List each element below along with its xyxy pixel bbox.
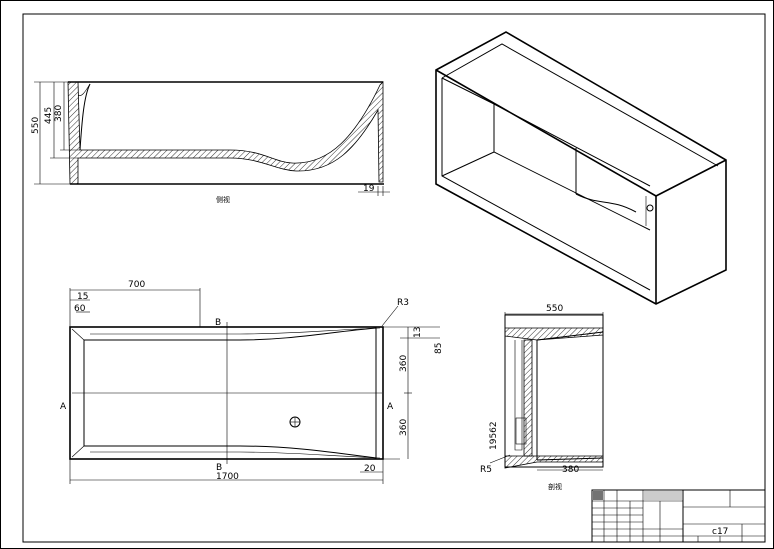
dim-19: 19: [363, 184, 375, 194]
side-view-caption: 侧视: [216, 195, 230, 204]
dim-19562: 19562: [489, 421, 499, 450]
dim-85: 85: [434, 343, 444, 354]
dim-15: 15: [77, 292, 88, 302]
dim-1700: 1700: [216, 472, 239, 482]
plan-outer: [69, 326, 384, 460]
section-mark-b-bottom: B: [216, 463, 222, 473]
dim-380-section: 380: [562, 465, 579, 475]
plan-view: 700 15 60 R3 360 360 13 85 1700 20 B B A…: [60, 280, 444, 484]
dim-550: 550: [31, 117, 41, 134]
dim-360-bottom: 360: [399, 419, 409, 436]
dim-445: 445: [44, 107, 54, 124]
section-mark-a-left: A: [60, 402, 67, 412]
section-view-caption: 剖视: [548, 482, 562, 491]
dim-60: 60: [74, 304, 86, 314]
dim-13: 13: [413, 327, 423, 338]
dim-360-top: 360: [399, 355, 409, 372]
section-outer: [504, 314, 604, 468]
section-mark-b-top: B: [215, 318, 221, 328]
dim-380: 380: [54, 105, 64, 122]
side-view: 550 445 380 19 侧视: [31, 81, 390, 204]
dim-r3: R3: [397, 298, 409, 308]
drawing-number: c17: [712, 527, 728, 537]
side-view-shell: [67, 81, 384, 185]
isometric-view: [435, 31, 727, 305]
title-block: c17: [591, 489, 766, 543]
dim-20: 20: [364, 464, 376, 474]
section-view: 550 380 19562 R5 剖视: [480, 304, 604, 491]
dim-r5: R5: [480, 465, 492, 475]
dim-550-section: 550: [546, 304, 563, 314]
iso-outer-box: [435, 31, 727, 305]
section-mark-a-right: A: [387, 402, 394, 412]
dim-700: 700: [128, 280, 145, 290]
